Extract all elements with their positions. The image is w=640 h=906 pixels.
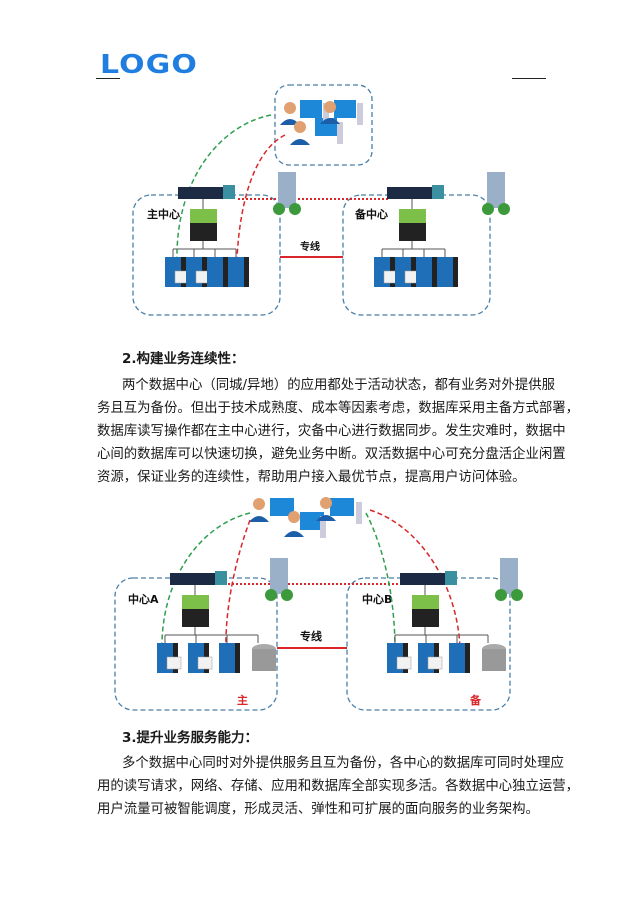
right-center-label: 备中心 [354,207,388,221]
datacenter-a-equipment [157,558,293,673]
building-icon [278,172,296,208]
users-icon [280,100,363,145]
text-line: 数据库读写操作都在主中心进行，灾备中心进行数据同步。发生灾难时，数据中 [97,424,566,439]
server-icon [207,257,225,287]
server-icon [228,257,246,287]
router-icon [400,573,448,585]
link-label: 专线 [300,240,320,253]
server-icon [437,257,455,287]
server-icon [449,643,467,673]
router-icon [178,187,226,199]
datacenter-right-equipment [374,172,510,287]
text-line: 用的读写请求，网络、存储、应用和数据库全部实现多活。各数据中心独立运营， [97,779,580,794]
text-line: 心间的数据库可以快速切换，避免业务中断。双活数据中心可充分盘活企业闲置 [97,447,566,462]
green-access-arrow [176,114,272,263]
text-line: 务且互为备份。但出于技术成熟度、成本等因素考虑，数据库采用主备方式部署， [97,401,580,416]
header-rule-right [512,78,546,79]
dual-center-diagram-2: 中心A 中心B 专线 主 备 [114,497,523,711]
standby-db-tag: 备 [469,693,482,707]
building-icon [500,558,518,594]
text-line: 用户流量可被智能调度，形成灵活、弹性和可扩展的面向服务的业务架构。 [97,802,539,817]
red-access-arrow-b [369,509,461,653]
text-line: 多个数据中心同时对外提供服务且互为备份，各中心的数据库可同时处理应 [122,756,564,771]
header-rule-left [96,78,120,79]
building-icon [487,172,505,208]
router-icon [387,187,435,199]
dual-center-diagram-1: 主中心 备中心 专线 [132,84,510,316]
users-group-box [274,84,373,166]
datacenter-left-equipment [165,172,301,287]
server-icon [416,257,434,287]
right-center-box [342,194,491,316]
left-center-box [132,194,281,316]
link-label: 专线 [300,629,322,643]
left-center-box [114,577,278,711]
left-center-label: 主中心 [147,207,180,221]
text-line: 资源，保证业务的连续性，帮助用户接入最优节点，提高用户访问体验。 [97,470,526,485]
right-center-box [346,577,511,711]
server-icon [219,643,237,673]
router-icon [170,573,218,585]
section3-heading: 3.提升业务服务能力： [122,730,259,746]
section3-paragraph: 多个数据中心同时对外提供服务且互为备份，各中心的数据库可同时处理应 用的读写请求… [97,752,580,821]
users-icon [249,497,362,538]
logo: LOGO [100,50,198,80]
primary-db-tag: 主 [237,693,248,707]
red-access-arrow [236,134,286,259]
datacenter-b-equipment [387,558,523,673]
building-icon [270,558,288,594]
section2-heading: 2.构建业务连续性： [122,351,245,367]
red-access-arrow-a [225,519,251,649]
text-line: 两个数据中心（同城/异地）的应用都处于活动状态，都有业务对外提供服 [122,378,556,393]
right-center-label: 中心B [362,592,392,606]
left-center-label: 中心A [128,592,159,606]
section2-paragraph: 两个数据中心（同城/异地）的应用都处于活动状态，都有业务对外提供服 务且互为备份… [97,374,580,489]
green-access-arrow-a [161,512,251,653]
green-access-arrow-b [365,512,396,651]
